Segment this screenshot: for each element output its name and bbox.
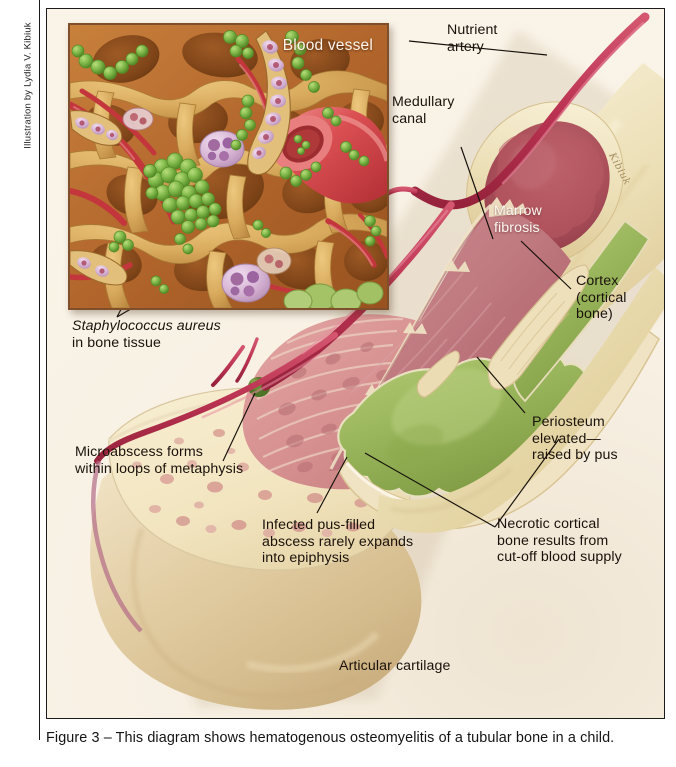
lower-left-sinusoid: [70, 250, 128, 286]
label-articular-cartilage: Articular cartilage: [339, 658, 451, 674]
necrotic-cortical-fragment: [487, 264, 590, 390]
left-sinusoid: [70, 110, 123, 146]
inset-bone-tissue-illustration: [70, 25, 387, 308]
label-periosteum-elevated: Periosteum elevated— raised by pus: [532, 414, 618, 464]
staphylococcus-aureus-colonies: [71, 30, 382, 294]
label-cortex: Cortex (cortical bone): [576, 273, 627, 323]
figure-caption: Figure 3 – This diagram shows hematogeno…: [46, 730, 615, 746]
label-staph-species: Staphylococcus aureus: [72, 318, 221, 334]
credit-rail: Illustration by Lydia V. Kibiuk: [0, 0, 40, 740]
figure-frame: Blood vessel Nutrient artery Medullary c…: [46, 8, 665, 719]
osteomyelitis-illustration: [90, 12, 664, 710]
microscopic-inset-panel: Blood vessel: [68, 23, 389, 310]
endosteum-ragged-edge: [365, 197, 527, 396]
marrow-sinusoid: [247, 30, 291, 176]
label-staph-location: in bone tissue: [72, 334, 161, 351]
marrow-cells: [122, 107, 292, 303]
label-microabscess: Microabscess forms within loops of metap…: [75, 444, 244, 477]
necrotic-bone-fragment-2: [416, 350, 460, 398]
epiphyseal-vessel: [91, 460, 143, 633]
label-marrow-fibrosis: Marrow fibrosis: [494, 203, 542, 236]
blood-vessel-label: Blood vessel: [282, 37, 373, 54]
label-necrotic-cortical-bone: Necrotic cortical bone results from cut-…: [497, 516, 622, 566]
red-blood-cells: [283, 281, 384, 308]
cortex-lower-shaft: [377, 267, 664, 534]
label-nutrient-artery: Nutrient artery: [447, 22, 498, 55]
illustration-credit: Illustration by Lydia V. Kibiuk: [22, 22, 34, 149]
label-medullary-canal: Medullary canal: [392, 94, 455, 127]
label-infected-abscess: Infected pus-filled abscess rarely expan…: [262, 517, 414, 567]
